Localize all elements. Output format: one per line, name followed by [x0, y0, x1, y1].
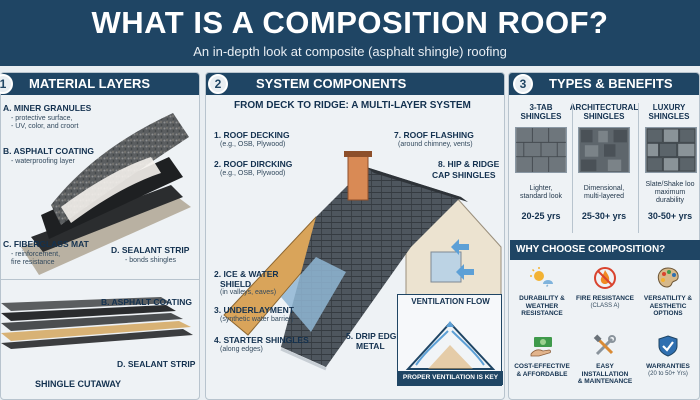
benefit-fire-resistance: FIRE RESISTANCE (CLASS A) [573, 266, 637, 310]
label-fiberglass-mat-sub-1: - reinforcement, [11, 251, 61, 258]
section-number-2: 2 [208, 74, 228, 94]
label-roof-decking: 1. ROOF DECKING [214, 130, 290, 140]
label-ice-water-2: SHIELD [220, 279, 252, 289]
label-sealant-strip-sub: - bonds shingles [125, 257, 176, 264]
page-subtitle: An in-depth look at composite (asphalt s… [193, 44, 507, 59]
type-3tab-desc: Lighter,standard look [519, 185, 563, 200]
sealant-layer [31, 185, 183, 252]
label-roof-dircking: 2. ROOF DIRCKING [214, 159, 293, 169]
cutaway-label-sealant: D. SEALANT STRIP [117, 359, 196, 369]
system-subheading: FROM DECK TO RIDGE: A MULTI-LAYER SYSTEM [234, 100, 471, 111]
label-roof-flashing-sub: (around chimney, vents) [398, 141, 473, 148]
ventilation-attic-diagram [405, 321, 496, 370]
ventilation-title: VENTILATION FLOW [411, 297, 490, 306]
label-underlayment: 3. UNDERLAYMENT [214, 305, 294, 315]
label-drip-edge-2: METAL [356, 341, 385, 351]
label-fiberglass-mat-sub-2: fire resistance [11, 259, 55, 266]
label-sealant-strip: D. SEALANT STRIP [111, 245, 190, 255]
material-layers-panel: MATERIAL LAYERS 1 A. MINER GRANULES - pr… [0, 72, 200, 400]
material-layers-title: MATERIAL LAYERS [29, 76, 151, 91]
section-number-3: 3 [513, 74, 533, 94]
underlayment-strip [281, 257, 346, 332]
type-3tab-years: 20-25 yrs [521, 211, 561, 221]
benefit-cost-effective: COST-EFFECTIVE& AFFORDABLE [510, 334, 574, 378]
label-roof-dircking-sub: (e.g., OSB, Plywood) [220, 170, 286, 177]
label-ice-water-sub: (in valleys, eaves) [220, 289, 277, 296]
type-luxury-years: 30-50+ yrs [647, 211, 693, 221]
types-benefits-title: TYPES & BENEFITS [549, 76, 673, 91]
type-divider-1 [572, 103, 573, 233]
label-roof-flashing: 7. ROOF FLASHING [394, 130, 474, 140]
label-starter-shingles-sub: (along edges) [220, 346, 263, 353]
type-divider-2 [638, 103, 639, 233]
roof-shingles-main [281, 167, 461, 367]
type-architectural-years: 25-30+ yrs [581, 211, 627, 221]
cutaway-label-asphalt: B. ASPHALT COATING [101, 297, 192, 307]
chimney [347, 154, 369, 201]
tools-icon [593, 334, 616, 356]
drip-edge [280, 347, 327, 371]
label-granules-sub-2: - UV, color, and croort [11, 123, 79, 130]
page-title: WHAT IS A COMPOSITION ROOF? [91, 5, 609, 40]
palette-icon [657, 267, 679, 288]
label-drip-edge: 5. DRIP EDGE [346, 331, 403, 341]
panel1-divider [1, 279, 199, 280]
shield-check-icon [658, 335, 678, 357]
fiberglass-mat-layer [21, 192, 191, 275]
why-choose-header: WHY CHOOSE COMPOSITION? [510, 240, 700, 260]
header-banner: WHAT IS A COMPOSITION ROOF? An in-depth … [0, 0, 700, 66]
section-number-1: 1 [0, 74, 13, 94]
system-components-title: SYSTEM COMPONENTS [256, 76, 407, 91]
label-hip-ridge-1: 8. HIP & RIDGE [438, 159, 500, 169]
cutaway-caption: SHINGLE CUTAWAY [35, 379, 122, 389]
label-granules: A. MINER GRANULES [3, 103, 92, 113]
label-asphalt-coating-sub: - waterproofing layer [11, 158, 75, 165]
label-asphalt-coating: B. ASPHALT COATING [3, 146, 94, 156]
material-layers-header: MATERIAL LAYERS [1, 73, 199, 95]
sun-snow-icon: * [530, 267, 553, 291]
tile-architectural [578, 127, 630, 173]
ventilation-footer: PROPER VENTILATION IS KEY [398, 371, 503, 385]
tile-luxury [645, 127, 697, 173]
money-hand-icon [530, 337, 552, 357]
shingle-cutaway-illustration [1, 297, 193, 349]
roof-cross-section-illustration [223, 151, 502, 371]
ventilation-inset: VENTILATION FLOW PROPER VENTILATION IS K… [397, 294, 503, 386]
system-components-header: SYSTEM COMPONENTS [206, 73, 504, 95]
tile-3tab [515, 127, 567, 173]
svg-text:*: * [546, 285, 549, 290]
benefit-easy-installation: EASY INSTALLATION& MAINTENANCE [573, 334, 637, 386]
label-underlayment-sub: (synthetic water barrier) [220, 316, 294, 323]
shingle-layers-illustration [21, 113, 191, 275]
benefit-warranties: WARRANTIES (20 to 50+ Yrs) [636, 334, 700, 378]
system-components-panel: SYSTEM COMPONENTS 2 FROM DECK TO RIDGE: … [205, 72, 505, 400]
type-architectural-desc: Dimensional,multi-layered [583, 185, 625, 200]
no-fire-icon [594, 267, 616, 289]
label-hip-ridge-2: CAP SHINGLES [432, 170, 496, 180]
label-granules-sub-1: - protective surface, [11, 115, 73, 122]
label-roof-decking-sub: (e.g., OSB, Plywood) [220, 141, 286, 148]
types-benefits-header: TYPES & BENEFITS [509, 73, 699, 95]
label-starter-shingles: 4. STARTER SHINGLES [214, 335, 309, 345]
label-fiberglass-mat: C. FIBERGLASS MAT [3, 239, 89, 249]
label-ice-water: 2. ICE & WATER [214, 269, 279, 279]
